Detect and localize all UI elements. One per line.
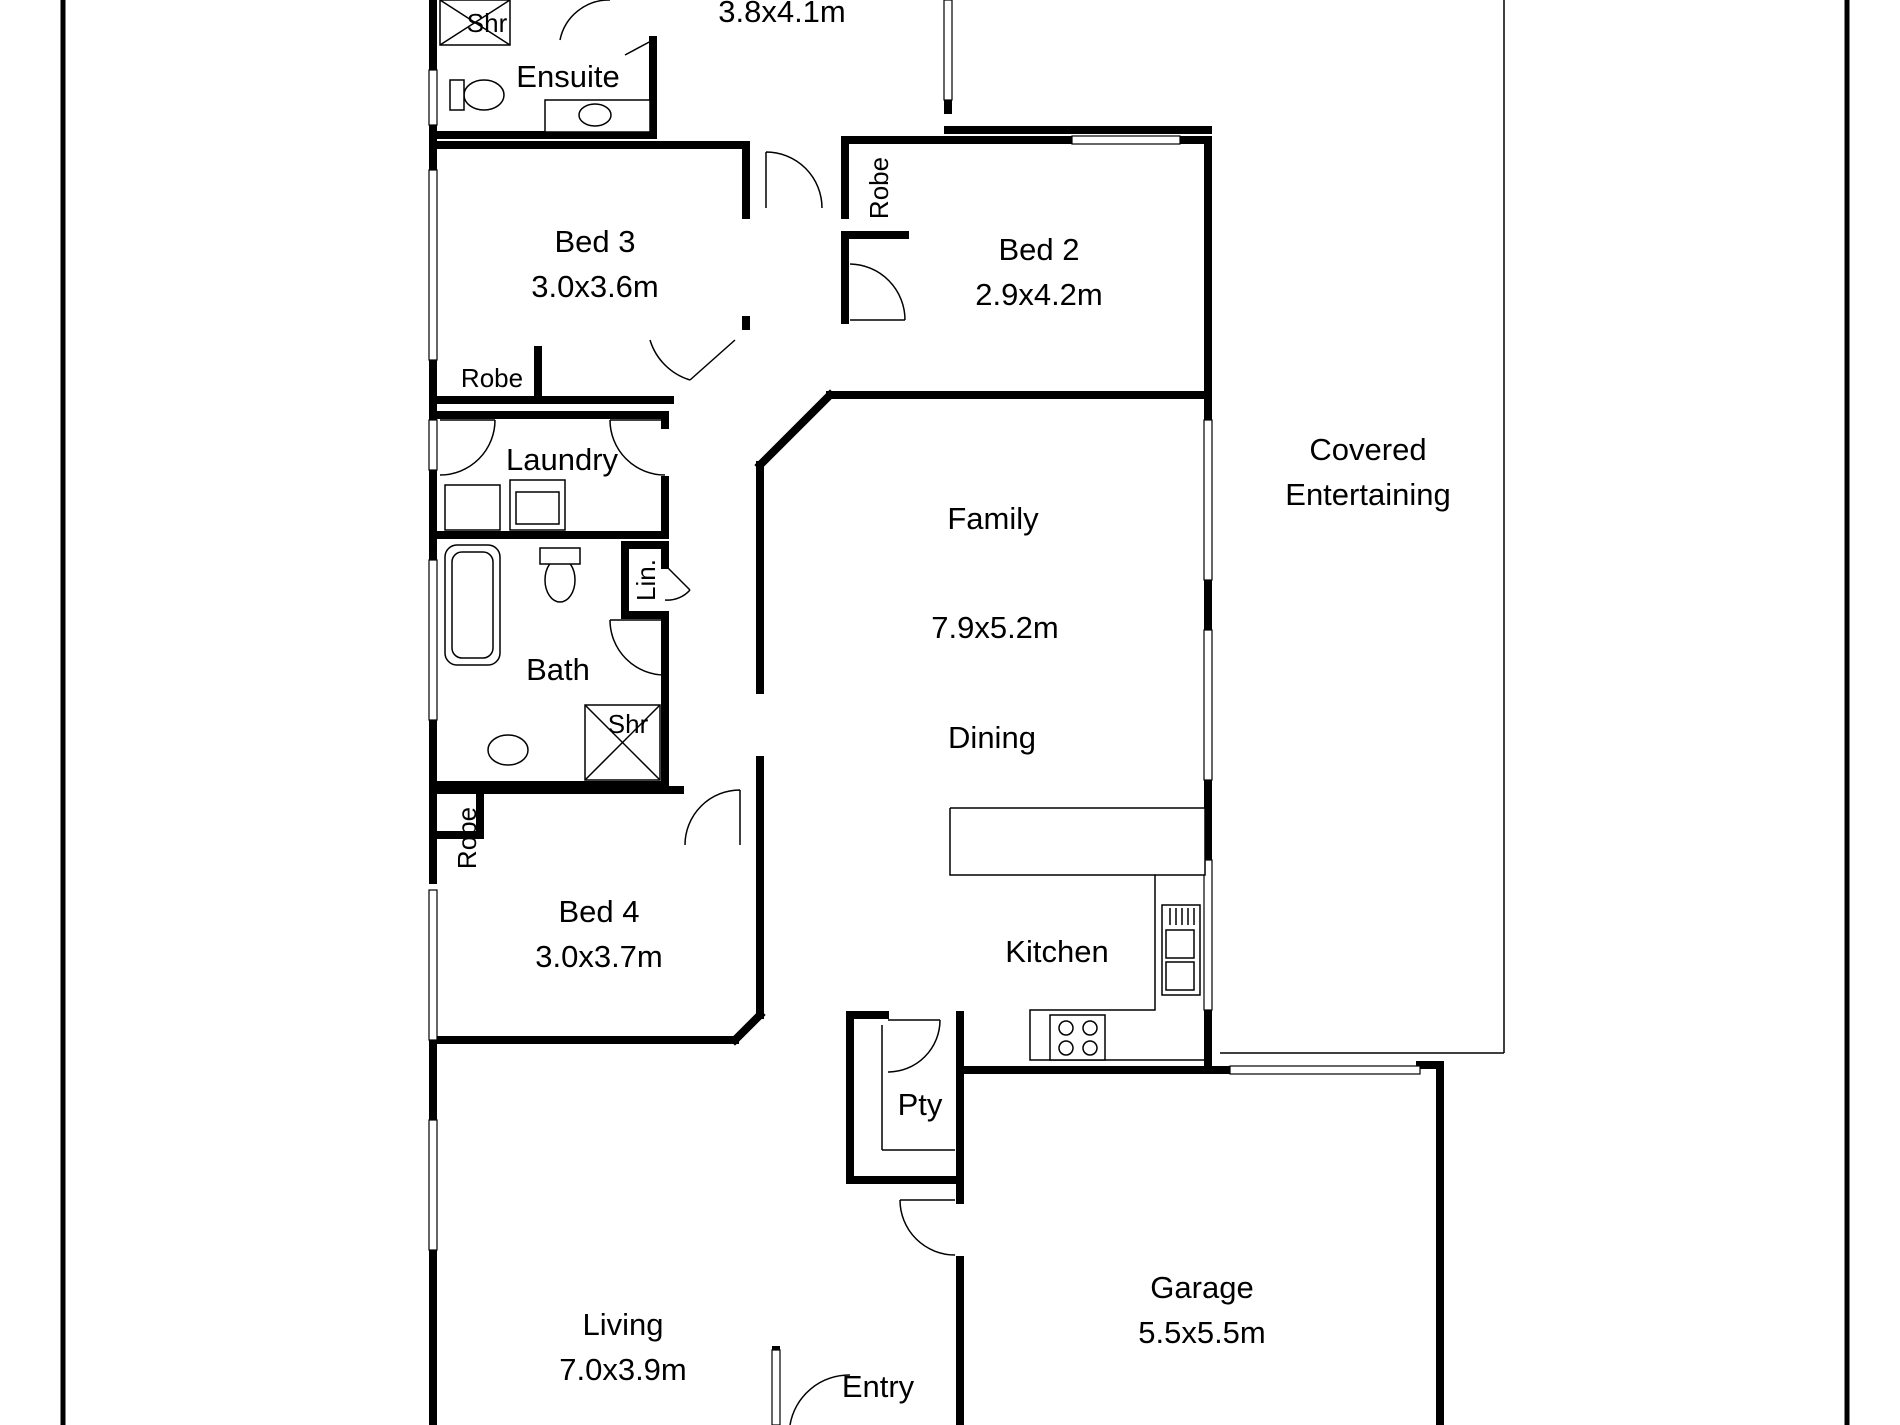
living-size: 7.0x3.9m — [559, 1352, 687, 1387]
bed3-label: Bed 3 — [554, 224, 635, 259]
bath-shower-label: Shr — [608, 709, 649, 739]
site-boundary — [60, 0, 1850, 1425]
kitchen-bench — [950, 807, 1206, 1061]
walls — [429, 0, 1444, 1425]
laundry-tub — [444, 484, 501, 531]
garage-size: 5.5x5.5m — [1138, 1315, 1266, 1350]
pantry-label: Pty — [898, 1087, 943, 1122]
windows — [428, 0, 1421, 1425]
dining-label: Dining — [948, 720, 1036, 755]
bed2-size: 2.9x4.2m — [975, 277, 1103, 312]
bed2-label: Bed 2 — [998, 232, 1079, 267]
covered-entertaining-outline — [1220, 0, 1505, 1054]
bed4-size: 3.0x3.7m — [535, 939, 663, 974]
bath-basin — [487, 734, 529, 766]
bed2-robe-label: Robe — [864, 157, 894, 219]
garage-label: Garage — [1150, 1270, 1253, 1305]
bed3-robe-label: Robe — [461, 363, 523, 393]
family-size: 7.9x5.2m — [931, 610, 1059, 645]
cooktop — [1049, 1014, 1106, 1061]
covered-entertaining-line1: Covered — [1309, 432, 1426, 467]
kitchen-label: Kitchen — [1005, 934, 1108, 969]
bath-label: Bath — [526, 652, 590, 687]
ensuite-shower-label: Shr — [467, 8, 508, 38]
entry-label: Entry — [842, 1369, 915, 1404]
bed4-robe-label: Robe — [452, 807, 482, 869]
master-size: 3.8x4.1m — [718, 0, 846, 29]
covered-entertaining-line2: Entertaining — [1285, 477, 1450, 512]
living-label: Living — [583, 1307, 664, 1342]
doors — [439, 0, 956, 1425]
bed4-label: Bed 4 — [558, 894, 639, 929]
ensuite-label: Ensuite — [516, 59, 619, 94]
fixtures — [439, 0, 1206, 1151]
ensuite-toilet — [463, 79, 505, 111]
bed3-size: 3.0x3.6m — [531, 269, 659, 304]
linen-label: Lin. — [631, 559, 661, 601]
family-label: Family — [947, 501, 1039, 536]
laundry-label: Laundry — [506, 442, 619, 477]
